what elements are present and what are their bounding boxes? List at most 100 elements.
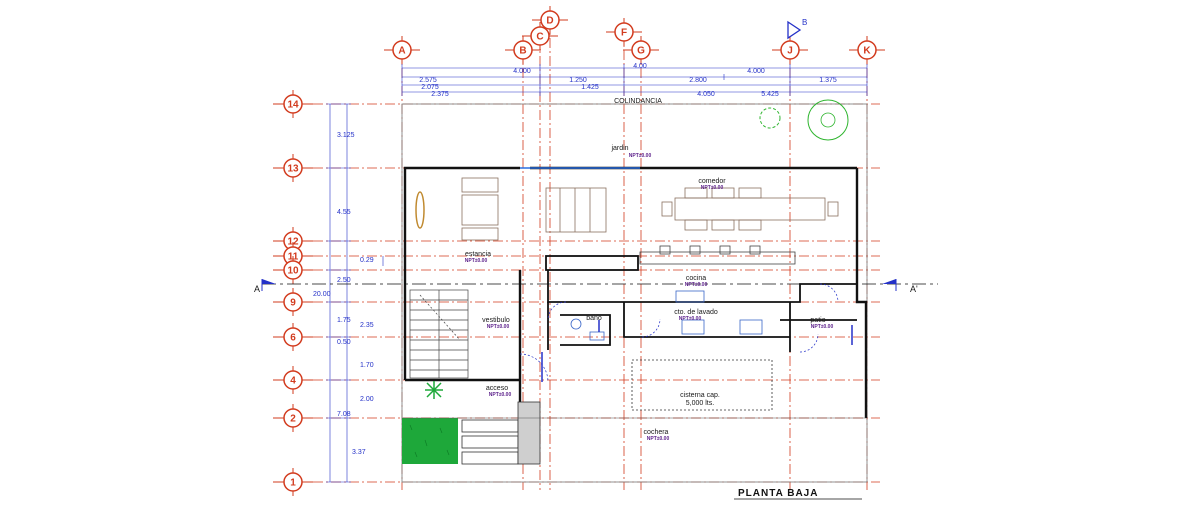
dim-top-11: 4.050: [697, 91, 715, 98]
room-tag-patio: NPT±0.00: [811, 324, 834, 330]
room-vestibulo: vestibulo NPT±0.00: [482, 317, 510, 330]
axis-label-C: C: [536, 32, 543, 43]
stairs: [409, 289, 469, 379]
dim-top-7: 1.375: [819, 77, 837, 84]
dim-top-6: 4.000: [747, 68, 765, 75]
axis-label-4: 4: [290, 376, 296, 387]
top-dimension-labels: 4.000 4.00 2.575 1.250 2.800 4.000 1.375…: [419, 63, 837, 98]
room-tag-lavado: NPT±0.00: [679, 316, 702, 322]
grass-area: [402, 418, 458, 464]
room-name-comedor: comedor: [698, 178, 726, 185]
room-estancia: estancia NPT±0.00: [465, 251, 491, 264]
drawing-title: PLANTA BAJA: [734, 488, 862, 500]
entrance-plant-icon: [425, 381, 443, 399]
dim-top-10: 2.375: [431, 91, 449, 98]
room-tag-jardin: NPT±0.00: [629, 153, 652, 159]
axis-bubble-1: 1: [273, 468, 313, 496]
section-label-right: A': [910, 284, 918, 294]
left-dimension-labels: 3.125 4.55 0.29 2.50 20.00 1.75 2.35 0.5…: [313, 132, 374, 456]
left-axis-bubbles: 14 13 12 11 10: [273, 90, 313, 496]
top-axis-bubbles: A B C D F G: [384, 6, 885, 64]
room-bano: baño: [586, 315, 602, 322]
axis-bubble-K: K: [849, 36, 885, 64]
dim-left-1: 3.125: [337, 132, 355, 139]
axis-label-G: G: [637, 46, 645, 57]
garden-tree: [759, 99, 849, 141]
room-name-patio: patio: [810, 317, 825, 324]
north-label: B: [802, 18, 807, 27]
axis-label-J: J: [787, 46, 793, 57]
axis-bubble-9: 9: [273, 288, 313, 316]
left-dimensions: [326, 103, 384, 483]
room-tag-estancia: NPT±0.00: [465, 258, 488, 264]
colindancia-label: COLINDANCIA: [614, 98, 662, 105]
axis-label-B: B: [519, 46, 526, 57]
axis-bubble-14: 14: [273, 90, 313, 118]
room-name-jardin: jardin: [610, 145, 628, 152]
axis-label-F: F: [621, 28, 627, 39]
room-name-estancia: estancia: [465, 251, 491, 258]
room-cochera: cochera NPT±0.00: [644, 429, 670, 442]
dim-left-8: 0.50: [337, 339, 351, 346]
laundry-fixtures: [570, 318, 763, 341]
section-line: A A': [254, 279, 938, 294]
dim-top-9: 1.425: [581, 84, 599, 91]
cistern-name: cisterna cap.: [680, 392, 720, 399]
room-jardin: jardin NPT±0.00: [610, 145, 651, 159]
dim-left-5: 20.00: [313, 291, 331, 298]
grass-texture: [409, 424, 450, 458]
lot-boundary: [401, 103, 868, 483]
dim-left-4: 2.50: [337, 277, 351, 284]
axis-label-K: K: [863, 46, 871, 57]
dim-top-12: 5.425: [761, 91, 779, 98]
living-furniture: [415, 177, 607, 241]
axis-label-D: D: [546, 16, 553, 27]
dim-top-8: 2.075: [421, 84, 439, 91]
dim-left-12: 3.37: [352, 449, 366, 456]
room-comedor: comedor NPT±0.00: [698, 178, 726, 191]
room-acceso: acceso NPT±0.00: [486, 385, 512, 398]
kitchen-counter: [639, 245, 796, 303]
room-name-cocina: cocina: [686, 275, 706, 282]
top-dimensions: [401, 64, 868, 96]
axis-bubble-J: J: [772, 36, 808, 64]
axis-label-9: 9: [290, 298, 296, 309]
axis-bubble-C: C: [522, 22, 558, 50]
dim-left-7: 2.35: [360, 322, 374, 329]
interior-walls: [545, 255, 857, 352]
axis-label-10: 10: [287, 266, 299, 277]
axis-label-6: 6: [290, 333, 296, 344]
door-swings: [519, 283, 839, 383]
entry-steps: [461, 401, 541, 465]
axis-bubble-F: F: [606, 18, 642, 46]
room-tag-cocina: NPT±0.00: [685, 282, 708, 288]
dim-left-3: 0.29: [360, 257, 374, 264]
room-lavado: cto. de lavado NPT±0.00: [674, 309, 718, 322]
north-arrow-icon: [787, 20, 802, 40]
axis-bubble-13: 13: [273, 154, 313, 182]
dim-left-6: 1.75: [337, 317, 351, 324]
room-name-cochera: cochera: [644, 429, 669, 436]
axis-bubble-6: 6: [273, 323, 313, 351]
axis-bubble-A: A: [384, 36, 420, 64]
dim-left-10: 2.00: [360, 396, 374, 403]
dim-top-2: 4.00: [633, 63, 647, 70]
dining-table: [661, 187, 839, 231]
axis-bubble-2: 2: [273, 404, 313, 432]
dim-top-4: 1.250: [569, 77, 587, 84]
axis-bubble-D: D: [532, 6, 568, 34]
room-tag-acceso: NPT±0.00: [489, 392, 512, 398]
dim-left-2: 4.55: [337, 209, 351, 216]
axis-label-13: 13: [287, 164, 299, 175]
horizontal-axis-lines: [295, 103, 880, 483]
room-name-bano: baño: [586, 315, 602, 322]
axis-label-1: 1: [290, 478, 296, 489]
axis-bubble-4: 4: [273, 366, 313, 394]
axis-bubble-G: G: [623, 36, 659, 64]
dim-top-3: 2.575: [419, 77, 437, 84]
room-tag-comedor: NPT±0.00: [701, 185, 724, 191]
dim-left-9: 1.70: [360, 362, 374, 369]
axis-label-2: 2: [290, 414, 296, 425]
room-tag-vestibulo: NPT±0.00: [487, 324, 510, 330]
section-label-left: A: [254, 284, 260, 294]
